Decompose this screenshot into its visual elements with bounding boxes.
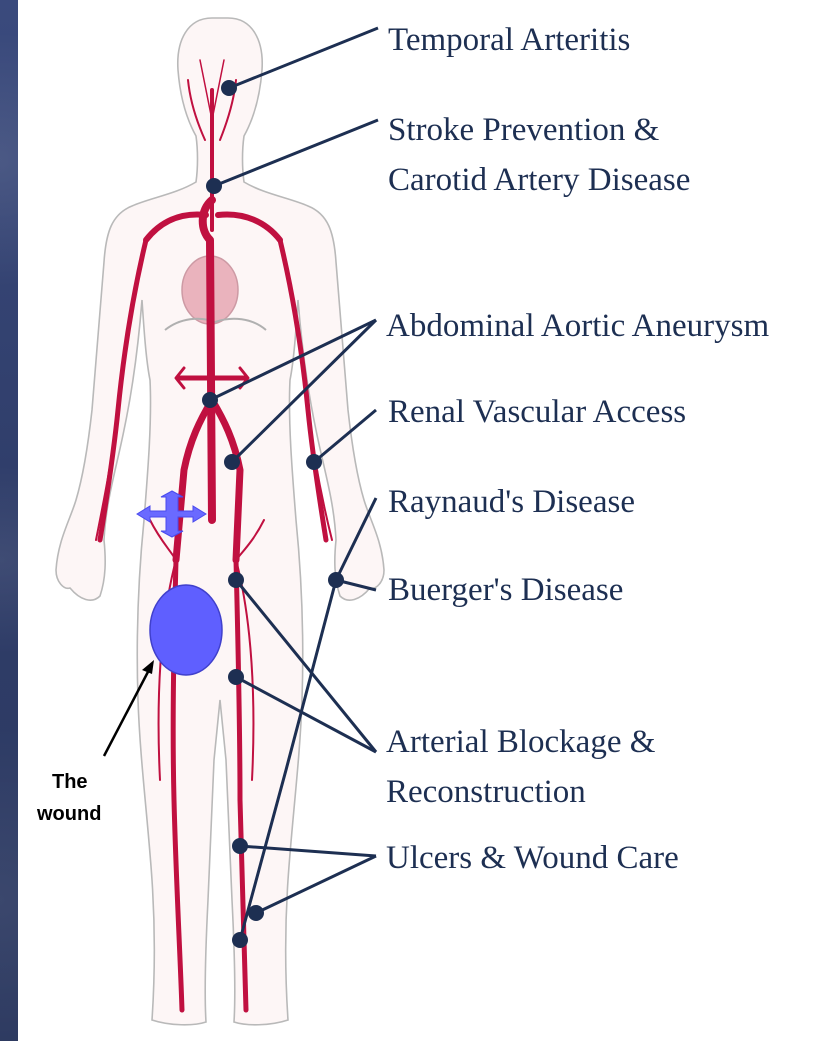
wound-marker	[150, 585, 222, 675]
dot-shin	[232, 838, 248, 854]
dot-knee	[228, 669, 244, 685]
dot-thigh	[228, 572, 244, 588]
label-arterial-line1: Arterial Blockage &	[386, 724, 656, 760]
condition-labels: Temporal Arteritis Stroke Prevention & C…	[386, 22, 769, 876]
wound-label-line1: The	[52, 771, 88, 793]
dot-aorta	[202, 392, 218, 408]
label-renal-vascular-access: Renal Vascular Access	[388, 394, 686, 430]
label-stroke-line2: Carotid Artery Disease	[388, 162, 690, 198]
wound-label-line2: wound	[36, 803, 101, 825]
label-abdominal-aortic-aneurysm: Abdominal Aortic Aneurysm	[386, 308, 769, 344]
dot-foot	[232, 932, 248, 948]
dot-hand	[328, 572, 344, 588]
label-raynauds-disease: Raynaud's Disease	[388, 484, 635, 520]
dot-arm	[306, 454, 322, 470]
label-ulcers-wound-care: Ulcers & Wound Care	[386, 840, 679, 876]
dot-carotid	[206, 178, 222, 194]
label-temporal-arteritis: Temporal Arteritis	[388, 22, 630, 58]
dot-ankle	[248, 905, 264, 921]
label-buergers-disease: Buerger's Disease	[388, 572, 623, 608]
label-stroke-line1: Stroke Prevention &	[388, 112, 660, 148]
dot-iliac	[224, 454, 240, 470]
label-arterial-line2: Reconstruction	[386, 774, 586, 810]
dot-temporal	[221, 80, 237, 96]
